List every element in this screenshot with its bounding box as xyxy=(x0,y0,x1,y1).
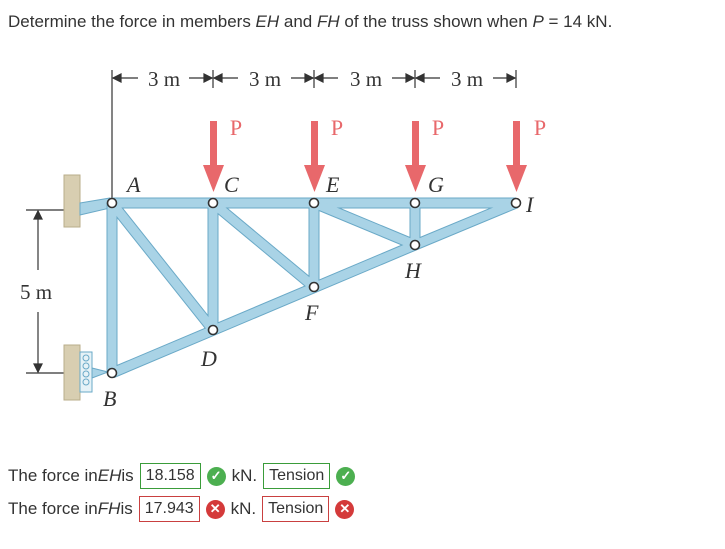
check-icon: ✓ xyxy=(206,466,226,486)
truss-figure: 3 m 3 m 3 m 3 m 5 m xyxy=(20,67,546,411)
span-label-3: 3 m xyxy=(350,67,382,91)
force-input-fh[interactable]: 17.943 xyxy=(138,496,200,522)
label-B: B xyxy=(103,386,116,411)
cross-icon: ✕ xyxy=(335,499,355,519)
answer-row-fh: The force in FH is 17.943 ✕ kN. Tension … xyxy=(8,496,360,522)
joint-D xyxy=(207,324,219,336)
label-H: H xyxy=(404,258,422,283)
load-label-I: P xyxy=(534,115,546,140)
label-F: F xyxy=(304,300,319,325)
truss-joints xyxy=(106,197,522,379)
support-roller-B xyxy=(63,344,110,401)
cross-icon: ✕ xyxy=(205,499,225,519)
label-D: D xyxy=(200,346,217,371)
load-label-C: P xyxy=(230,115,242,140)
joint-G xyxy=(409,197,421,209)
answer-row-eh: The force in EH is 18.158 ✓ kN. Tension … xyxy=(8,463,361,489)
nature-select-eh[interactable]: Tension xyxy=(263,463,331,489)
joint-C xyxy=(207,197,219,209)
span-label-2: 3 m xyxy=(249,67,281,91)
joint-E xyxy=(308,197,320,209)
nature-select-fh[interactable]: Tension xyxy=(262,496,330,522)
joint-B xyxy=(106,367,118,379)
question-text: Determine the force in members EH and FH… xyxy=(8,12,613,31)
load-label-E: P xyxy=(331,115,343,140)
joint-I xyxy=(510,197,522,209)
check-icon: ✓ xyxy=(336,466,356,486)
height-label: 5 m xyxy=(20,280,52,304)
span-dimensions xyxy=(111,70,517,200)
label-I: I xyxy=(525,192,535,217)
joint-A xyxy=(106,197,118,209)
label-E: E xyxy=(325,172,340,197)
load-label-G: P xyxy=(432,115,444,140)
force-input-eh[interactable]: 18.158 xyxy=(139,463,201,489)
span-label-4: 3 m xyxy=(451,67,483,91)
label-A: A xyxy=(125,172,141,197)
label-G: G xyxy=(428,172,444,197)
label-C: C xyxy=(224,172,239,197)
joint-H xyxy=(409,239,421,251)
height-dimension xyxy=(26,209,70,374)
span-label-1: 3 m xyxy=(148,67,180,91)
load-arrows xyxy=(203,121,527,192)
joint-F xyxy=(308,281,320,293)
support-pin-A xyxy=(63,174,111,228)
